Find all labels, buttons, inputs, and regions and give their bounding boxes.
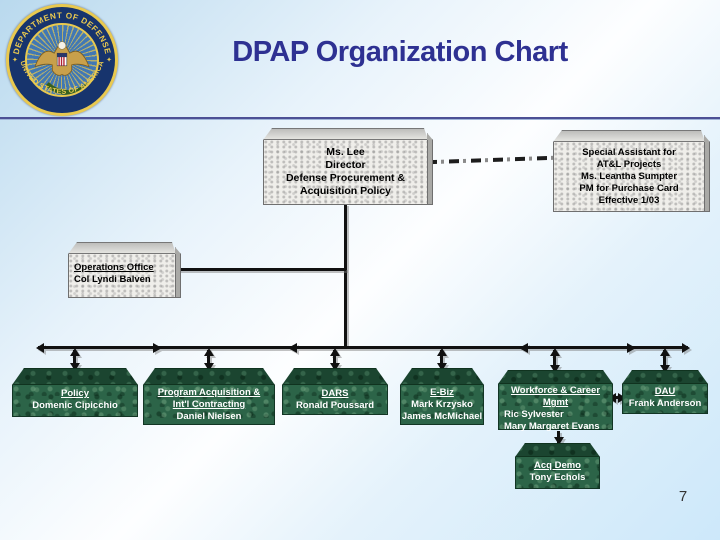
box-top-face xyxy=(282,368,388,385)
workforce-name-1: Ric Sylvester xyxy=(504,409,564,420)
arrowhead-mid xyxy=(519,342,528,353)
connector-director-down xyxy=(344,204,347,347)
program-acq-title-1: Program Acquisition & xyxy=(157,387,261,398)
connector-dars xyxy=(329,348,340,371)
policy-title: Policy xyxy=(61,388,89,399)
arrowhead-down xyxy=(436,363,447,371)
box-top-face xyxy=(263,128,428,140)
special-line-1: Special Assistant for xyxy=(582,147,676,158)
dars-name: Ronald Poussard xyxy=(295,400,375,411)
box-top-face xyxy=(12,368,138,385)
org-box-director: Ms. Lee Director Defense Procurement & A… xyxy=(263,128,433,205)
seal-top-text: DEPARTMENT OF DEFENSE xyxy=(12,11,112,55)
special-name: Ms. Leantha Sumpter xyxy=(580,171,678,182)
header-divider xyxy=(0,117,720,120)
box-top-face xyxy=(622,370,708,384)
seal-star-left: ✦ xyxy=(12,57,18,64)
acq-demo-name: Tony Echols xyxy=(529,472,586,483)
connector-dashed-special-assistant xyxy=(426,155,556,165)
box-top-face xyxy=(553,130,705,142)
acq-demo-title: Acq Demo xyxy=(534,460,581,471)
program-acq-title-2: Int'l Contracting xyxy=(172,399,246,410)
connector-policy xyxy=(69,348,80,371)
svg-text:UNITED STATES OF AMERICA: UNITED STATES OF AMERICA xyxy=(18,59,105,95)
page-number: 7 xyxy=(678,488,688,505)
ebiz-title: E-Biz xyxy=(430,387,454,398)
director-name: Ms. Lee xyxy=(326,146,365,158)
seal-bottom-text: UNITED STATES OF AMERICA xyxy=(18,59,105,95)
box-top-face xyxy=(515,443,600,457)
dau-name: Frank Anderson xyxy=(628,398,702,409)
arrowhead-mid xyxy=(288,342,297,353)
org-box-operations: Operations Office Col Lyndi Balven xyxy=(68,242,181,298)
org-box-acq-demo: Acq Demo Tony Echols xyxy=(515,443,600,489)
workforce-name-2: Mary Margaret Evans xyxy=(504,421,600,432)
connector-dau xyxy=(659,348,670,373)
connector-main-horizontal xyxy=(36,342,690,353)
arrowhead-up xyxy=(203,348,214,356)
connector-program-acq xyxy=(203,348,214,371)
arrowhead-up xyxy=(436,348,447,356)
seal-star-right: ✦ xyxy=(106,57,112,64)
ebiz-name-2: James McMichael xyxy=(401,411,483,422)
arrowhead-up xyxy=(69,348,80,356)
box-top-face xyxy=(68,242,176,254)
director-org-2: Acquisition Policy xyxy=(299,185,391,197)
arrowhead-down xyxy=(69,363,80,371)
program-acq-name: Daniel Nielsen xyxy=(176,411,242,422)
arrowhead-up xyxy=(549,348,560,356)
arrowhead-left-end xyxy=(36,342,44,353)
ebiz-name-1: Mark Krzysko xyxy=(411,399,473,410)
org-box-special-assistant: Special Assistant for AT&L Projects Ms. … xyxy=(553,130,710,212)
dars-title: DARS xyxy=(321,388,349,399)
special-effective: Effective 1/03 xyxy=(598,195,660,206)
connector-acq-demo xyxy=(553,431,564,445)
seal-inner-disc xyxy=(25,23,99,97)
operations-name: Col Lyndi Balven xyxy=(74,274,151,285)
policy-name: Domenic Cipicchio xyxy=(32,400,118,411)
arrowhead-up xyxy=(659,348,670,356)
special-line-2: AT&L Projects xyxy=(596,159,662,170)
arrowhead-down xyxy=(553,437,564,445)
org-box-ebiz: E-Biz Mark Krzysko James McMichael xyxy=(400,368,484,425)
arrowhead-down xyxy=(329,363,340,371)
box-top-face xyxy=(400,368,484,385)
director-title: Director xyxy=(325,159,366,171)
org-box-workforce: Workforce & Career Mgmt Ric Sylvester Ma… xyxy=(498,370,613,432)
arrowhead-down xyxy=(549,365,560,373)
seal-ring-text: DEPARTMENT OF DEFENSE UNITED STATES OF A… xyxy=(12,11,113,96)
org-box-dars: DARS Ronald Poussard xyxy=(282,368,388,415)
arrowhead-down xyxy=(659,365,670,373)
org-box-program-acq: Program Acquisition & Int'l Contracting … xyxy=(143,368,275,425)
connector-ebiz xyxy=(436,348,447,371)
org-box-policy: Policy Domenic Cipicchio xyxy=(12,368,138,417)
eagle-icon xyxy=(34,41,90,76)
connector-operations xyxy=(176,268,346,271)
operations-title: Operations Office xyxy=(74,262,154,273)
page-title: DPAP Organization Chart xyxy=(232,36,568,68)
dau-title: DAU xyxy=(654,386,676,397)
svg-text:DEPARTMENT OF DEFENSE: DEPARTMENT OF DEFENSE xyxy=(12,11,113,55)
arrowhead-down xyxy=(203,363,214,371)
special-role: PM for Purchase Card xyxy=(579,183,679,194)
arrowhead-right-end xyxy=(682,342,690,353)
arrowhead-mid xyxy=(153,342,162,353)
box-top-face xyxy=(498,370,613,384)
box-top-face xyxy=(143,368,275,385)
arrowhead-up xyxy=(329,348,340,356)
workforce-title-1: Workforce & Career xyxy=(510,385,601,396)
arrowhead-mid xyxy=(627,342,636,353)
director-org-1: Defense Procurement & xyxy=(285,172,406,184)
dod-seal-icon: DEPARTMENT OF DEFENSE UNITED STATES OF A… xyxy=(6,4,118,116)
org-box-dau: DAU Frank Anderson xyxy=(622,370,708,414)
seal-laurel-wreath xyxy=(36,31,97,95)
connector-workforce xyxy=(549,348,560,373)
workforce-title-2: Mgmt xyxy=(542,397,569,408)
